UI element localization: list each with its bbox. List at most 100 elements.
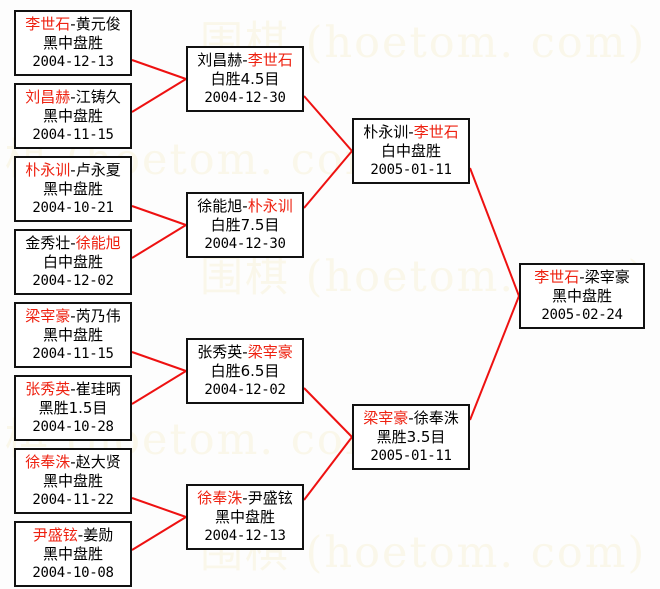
match-players: 朴永训-卢永夏 xyxy=(18,161,128,180)
player-separator: - xyxy=(242,489,248,507)
match-players: 张秀英-梁宰豪 xyxy=(190,343,300,362)
match-date: 2004-10-28 xyxy=(32,419,114,435)
player-winner: 刘昌赫 xyxy=(25,88,71,106)
player-loser: 张秀英 xyxy=(197,343,243,361)
player-separator: - xyxy=(242,51,248,69)
player-winner: 徐奉洙 xyxy=(25,453,71,471)
match-box-r1m1[interactable]: 李世石-黄元俊黑中盘胜 2004-12-13 xyxy=(14,10,132,76)
match-box-r1m7[interactable]: 徐奉洙-赵大贤黑中盘胜 2004-11-22 xyxy=(14,448,132,514)
match-box-fin1[interactable]: 李世石-梁宰豪黑中盘胜 2005-02-24 xyxy=(519,263,645,329)
player-separator: - xyxy=(70,234,76,252)
player-winner: 李世石 xyxy=(413,123,459,141)
match-players: 金秀壮-徐能旭 xyxy=(18,234,128,253)
match-players: 徐奉洙-赵大贤 xyxy=(18,453,128,472)
connector-sf2-to-fin1 xyxy=(469,295,520,421)
connector-r1m1-to-r2m1 xyxy=(131,59,187,80)
player-winner: 李世石 xyxy=(25,15,71,33)
player-separator: - xyxy=(242,197,248,215)
player-loser: 赵大贤 xyxy=(75,453,121,471)
player-winner: 梁宰豪 xyxy=(247,343,293,361)
player-loser: 金秀壮 xyxy=(25,234,71,252)
player-loser: 黄元俊 xyxy=(75,15,121,33)
player-winner: 朴永训 xyxy=(247,197,293,215)
player-separator: - xyxy=(70,15,76,33)
connector-r2m3-to-sf2 xyxy=(303,387,353,438)
match-players: 张秀英-崔珪昞 xyxy=(18,380,128,399)
connector-r1m4-to-r2m2 xyxy=(131,224,187,259)
match-box-r2m3[interactable]: 张秀英-梁宰豪白胜6.5目 2004-12-02 xyxy=(186,338,304,404)
connector-r1m3-to-r2m2 xyxy=(131,205,187,226)
player-winner: 徐奉洙 xyxy=(197,489,243,507)
player-loser: 卢永夏 xyxy=(75,161,121,179)
match-date: 2004-12-02 xyxy=(32,273,114,289)
player-separator: - xyxy=(408,409,414,427)
match-date: 2004-11-15 xyxy=(32,127,114,143)
match-box-r2m1[interactable]: 刘昌赫-李世石白胜4.5目 2004-12-30 xyxy=(186,46,304,112)
match-box-r2m4[interactable]: 徐奉洙-尹盛铉黑中盘胜 2004-12-13 xyxy=(186,484,304,550)
player-loser: 芮乃伟 xyxy=(75,307,121,325)
match-result: 黑中盘胜 xyxy=(42,34,103,52)
match-date: 2004-12-30 xyxy=(204,90,286,106)
match-result: 白胜4.5目 xyxy=(210,70,280,88)
player-loser: 梁宰豪 xyxy=(584,268,630,286)
player-separator: - xyxy=(77,526,84,544)
match-date: 2005-02-24 xyxy=(541,307,623,323)
match-result: 白中盘胜 xyxy=(380,142,441,160)
connector-r2m4-to-sf2 xyxy=(303,436,353,501)
player-separator: - xyxy=(70,161,76,179)
connector-r2m1-to-sf1 xyxy=(303,95,353,152)
match-date: 2004-12-13 xyxy=(32,54,114,70)
match-date: 2004-11-22 xyxy=(32,492,114,508)
match-players: 李世石-黄元俊 xyxy=(18,15,128,34)
player-winner: 尹盛铉 xyxy=(32,526,78,544)
match-result: 白胜6.5目 xyxy=(210,362,280,380)
match-result: 黑中盘胜 xyxy=(42,180,103,198)
player-winner: 张秀英 xyxy=(25,380,71,398)
match-result: 黑中盘胜 xyxy=(214,508,275,526)
player-loser: 尹盛铉 xyxy=(247,489,293,507)
match-players: 尹盛铉-姜勋 xyxy=(18,526,128,545)
connector-r1m8-to-r2m4 xyxy=(131,516,187,551)
player-winner: 徐能旭 xyxy=(75,234,121,252)
match-players: 徐能旭-朴永训 xyxy=(190,197,300,216)
match-result: 白胜7.5目 xyxy=(210,216,280,234)
player-separator: - xyxy=(408,123,414,141)
connector-r1m6-to-r2m3 xyxy=(131,370,187,405)
match-players: 刘昌赫-江铸久 xyxy=(18,88,128,107)
connector-r1m2-to-r2m1 xyxy=(131,78,187,113)
player-loser: 姜勋 xyxy=(83,526,114,544)
match-box-r1m4[interactable]: 金秀壮-徐能旭白中盘胜 2004-12-02 xyxy=(14,229,132,295)
match-result: 黑中盘胜 xyxy=(551,287,612,305)
match-players: 梁宰豪-芮乃伟 xyxy=(18,307,128,326)
player-winner: 李世石 xyxy=(247,51,293,69)
player-loser: 刘昌赫 xyxy=(197,51,243,69)
player-separator: - xyxy=(70,88,76,106)
player-separator: - xyxy=(70,453,76,471)
match-date: 2004-12-13 xyxy=(204,528,286,544)
connector-sf1-to-fin1 xyxy=(469,167,520,297)
match-result: 白中盘胜 xyxy=(42,253,103,271)
player-separator: - xyxy=(579,268,585,286)
player-winner: 朴永训 xyxy=(25,161,71,179)
match-players: 朴永训-李世石 xyxy=(356,123,466,142)
match-players: 刘昌赫-李世石 xyxy=(190,51,300,70)
player-winner: 梁宰豪 xyxy=(25,307,71,325)
match-date: 2005-01-11 xyxy=(370,162,452,178)
player-winner: 梁宰豪 xyxy=(363,409,409,427)
match-players: 梁宰豪-徐奉洙 xyxy=(356,409,466,428)
player-loser: 江铸久 xyxy=(75,88,121,106)
match-box-sf1[interactable]: 朴永训-李世石白中盘胜 2005-01-11 xyxy=(352,118,470,184)
player-separator: - xyxy=(242,343,248,361)
match-result: 黑中盘胜 xyxy=(42,326,103,344)
match-players: 李世石-梁宰豪 xyxy=(523,268,641,287)
match-result: 黑中盘胜 xyxy=(42,472,103,490)
match-date: 2004-12-02 xyxy=(204,382,286,398)
